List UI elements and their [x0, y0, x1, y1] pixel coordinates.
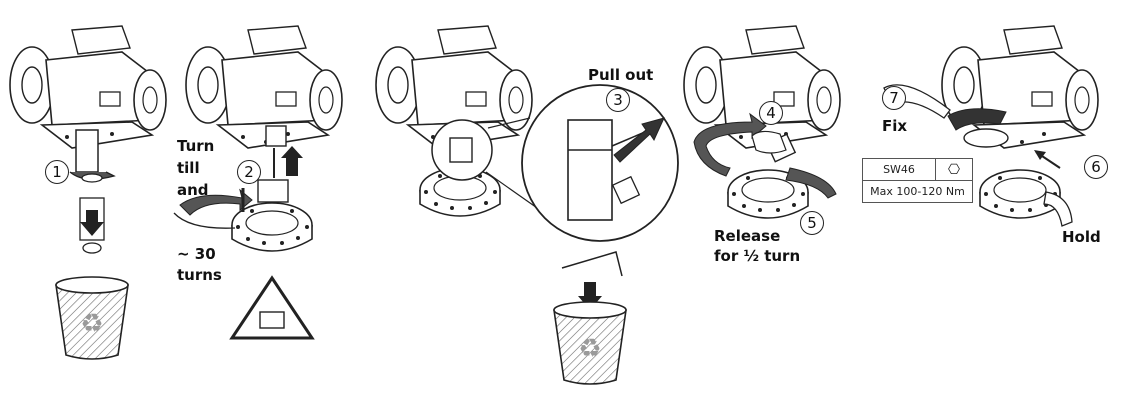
label-and: and [177, 181, 209, 199]
label-turns: turns [177, 266, 222, 284]
torque-value: Max 100-120 Nm [862, 180, 973, 203]
valve-illustration [941, 25, 1099, 149]
step-4-marker: 4 [759, 101, 783, 125]
holding-hand [1043, 191, 1073, 227]
torque-spec-table: SW46 ⎔ Max 100-120 Nm [862, 158, 973, 203]
release-arrow-top [693, 112, 767, 177]
step-3-marker: 3 [606, 88, 630, 112]
label-release: Release [714, 227, 781, 245]
plug [81, 173, 103, 183]
removed-pin [561, 251, 623, 277]
wrench [947, 108, 1007, 131]
warning-pictogram [259, 311, 285, 329]
recycle-icon: ♻ [80, 309, 103, 339]
valve-illustration [185, 25, 343, 149]
step-1-marker: 1 [45, 160, 69, 184]
turn-arrow [179, 188, 253, 216]
release-arrow-bottom [785, 167, 837, 199]
step-2-marker: 2 [237, 160, 261, 184]
step-5-marker: 5 [800, 211, 824, 235]
pull-arrow [613, 117, 665, 163]
panel-1 [9, 25, 167, 360]
panel-2 [173, 25, 343, 340]
recycle-icon: ♻ [578, 334, 601, 364]
wrench-size: SW46 [862, 158, 936, 181]
rotor-shaft [75, 129, 99, 173]
up-arrow [281, 146, 303, 176]
label-pull-out: Pull out [588, 66, 654, 84]
label-half-turn: for ½ turn [714, 247, 801, 265]
panel-3 [375, 25, 679, 385]
label-approx-30: ~ 30 [177, 245, 216, 263]
shaft-detail [567, 119, 613, 221]
hex-nut-icon: ⎔ [935, 158, 973, 181]
step-6-marker: 6 [1084, 155, 1108, 179]
label-till: till [177, 159, 200, 177]
down-arrow [80, 210, 104, 236]
label-fix: Fix [882, 117, 908, 135]
panel-4 [683, 25, 841, 219]
pin [611, 131, 646, 147]
warning-triangle-icon [229, 275, 315, 340]
label-turn: Turn [177, 137, 215, 155]
hand [751, 130, 787, 154]
step-7-marker: 7 [882, 86, 906, 110]
label-hold: Hold [1062, 228, 1101, 246]
